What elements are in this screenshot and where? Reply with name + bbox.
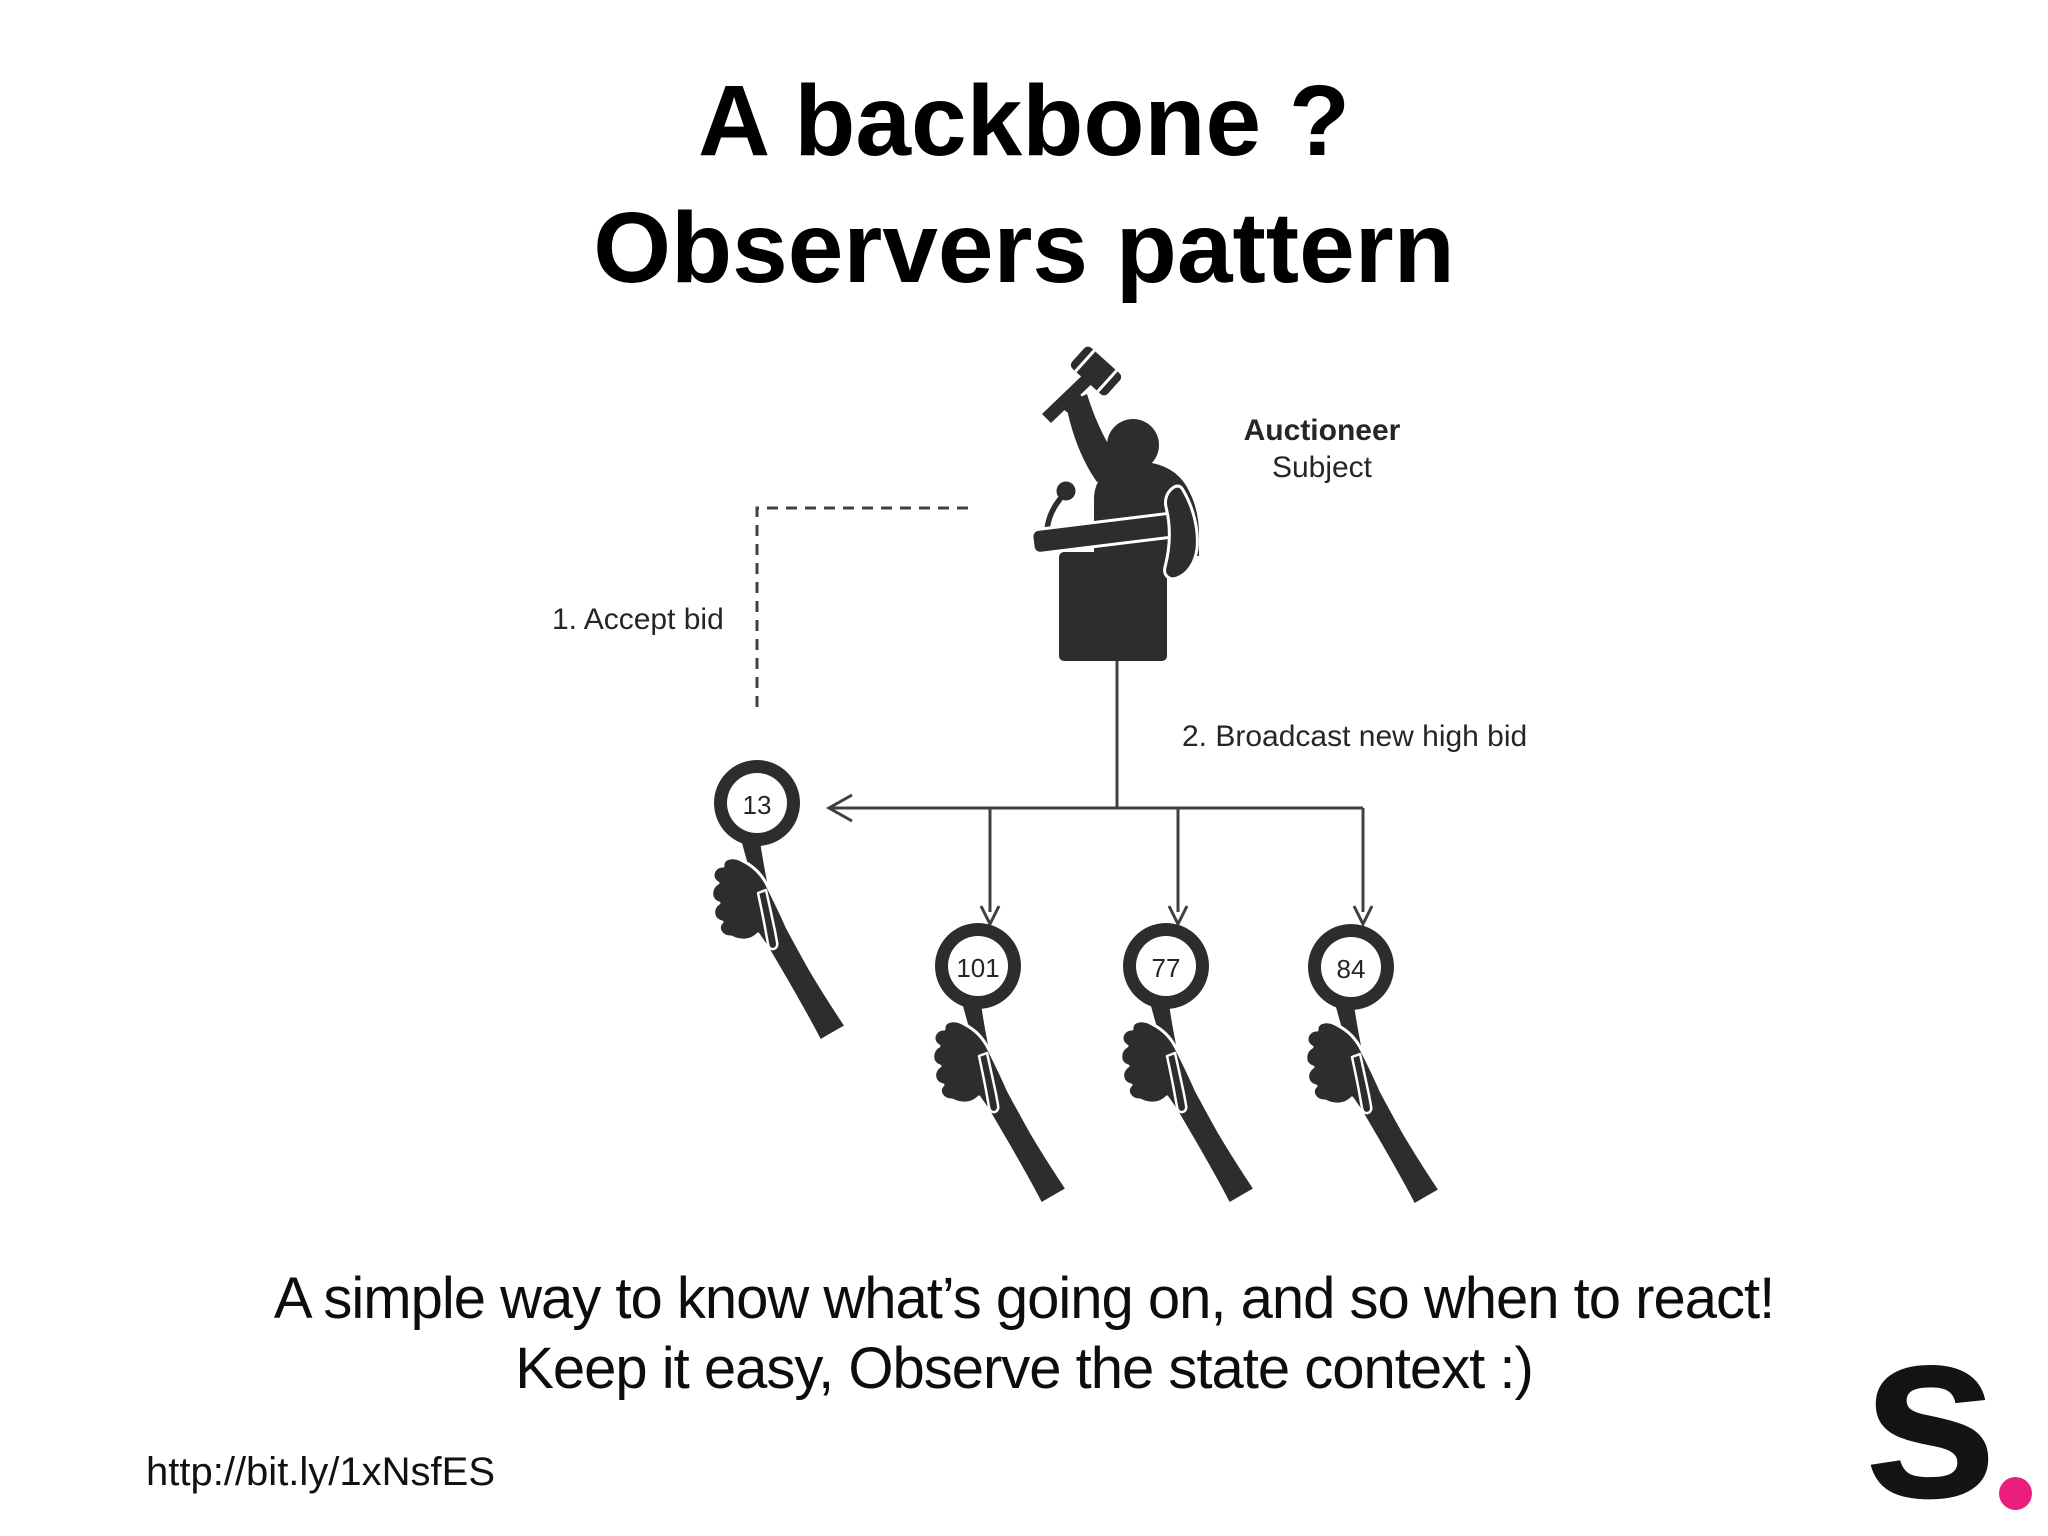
step1-label: 1. Accept bid — [552, 603, 724, 636]
paddle-icon — [710, 758, 848, 1043]
gavel-icon — [1042, 346, 1122, 423]
paddle-number: 84 — [1337, 954, 1366, 984]
auctioneer-label: Auctioneer — [1244, 414, 1401, 447]
down-arrowhead-icon — [979, 905, 1001, 928]
summary-line-1: A simple way to know what’s going on, an… — [273, 1266, 1775, 1331]
step2-label: 2. Broadcast new high bid — [1182, 720, 1527, 753]
bidder-paddle-77: 77 — [1119, 921, 1257, 1206]
paddle-number: 13 — [743, 790, 772, 820]
title-line-1: A backbone ? — [698, 65, 1350, 177]
bidder-paddle-101: 101 — [931, 921, 1069, 1206]
broadcast-drop-arrows — [979, 808, 1374, 928]
page-title: A backbone ? Observers pattern — [0, 58, 2048, 312]
microphone-icon — [1044, 481, 1076, 533]
podium-body — [1059, 552, 1167, 661]
summary-text: A simple way to know what’s going on, an… — [0, 1264, 2048, 1403]
bidder-paddle-13: 13 — [710, 758, 848, 1043]
auctioneer-raised-arm — [1066, 394, 1124, 482]
bitly-link[interactable]: http://bit.ly/1xNsfES — [146, 1450, 496, 1494]
auctioneer-figure — [1030, 346, 1199, 661]
auctioneer-right-arm — [1163, 484, 1199, 581]
auctioneer-head — [1107, 419, 1159, 471]
summary-line-2: Keep it easy, Observe the state context … — [515, 1335, 1534, 1401]
left-arrowhead-icon — [825, 793, 853, 823]
paddle-number: 101 — [956, 953, 999, 983]
paddle-icon — [1119, 921, 1257, 1206]
logo-letter-s: s — [1862, 1275, 1999, 1536]
subject-label: Subject — [1272, 451, 1373, 484]
bidder-paddle-84: 84 — [1304, 922, 1442, 1207]
title-line-2: Observers pattern — [593, 192, 1455, 304]
paddle-icon — [931, 921, 1069, 1206]
down-arrowhead-icon — [1167, 905, 1189, 928]
paddle-icon — [1304, 922, 1442, 1207]
logo-pink-dot-icon — [1999, 1477, 2032, 1510]
paddle-number: 77 — [1152, 953, 1181, 983]
accept-bid-dashed-connector — [755, 506, 968, 712]
down-arrowhead-icon — [1352, 905, 1374, 928]
